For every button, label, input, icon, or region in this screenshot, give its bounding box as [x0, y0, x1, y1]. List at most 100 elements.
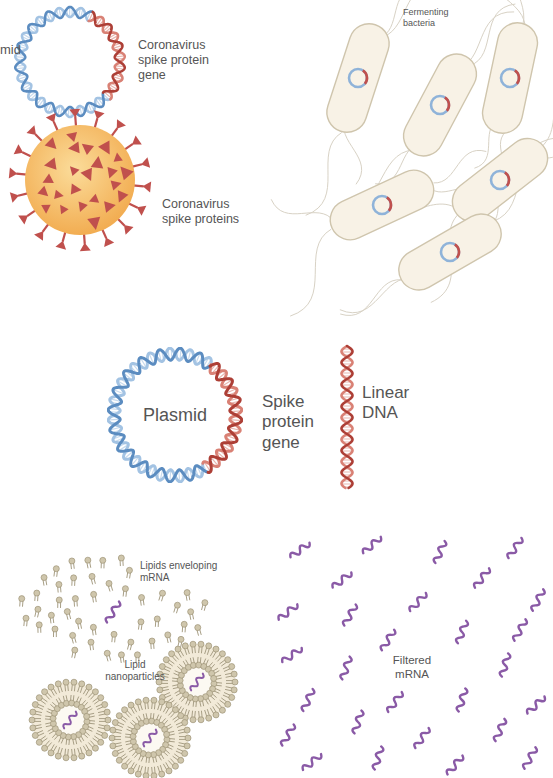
lipid-head	[184, 590, 190, 596]
spike-head	[55, 241, 66, 250]
bacterium	[322, 19, 395, 138]
lipid-head	[102, 702, 108, 708]
label-text: Coronavirus spike protein gene	[138, 38, 226, 83]
lipid-nanoparticle	[109, 697, 191, 778]
lipid-head	[104, 650, 110, 656]
lipid-head	[90, 624, 96, 630]
lipid-head	[159, 664, 165, 670]
lipid-nanoparticles	[29, 641, 238, 778]
mrna-strand	[342, 603, 359, 627]
lipid-head	[206, 643, 212, 649]
helix-rung	[89, 12, 125, 98]
plasmid-circle: Plasmid	[107, 347, 243, 483]
spike-head	[132, 135, 142, 144]
mrna-strand	[413, 726, 431, 749]
label-text: mid	[0, 42, 34, 58]
lipid-head	[157, 687, 163, 693]
lipid-head	[72, 647, 78, 653]
surface-spike	[98, 141, 115, 158]
lipid-head	[128, 702, 134, 708]
small-plasmid-gene	[387, 197, 391, 210]
lipid-head	[169, 651, 175, 657]
mrna-strand	[512, 618, 528, 642]
spike-head	[137, 206, 147, 216]
helix-strand	[208, 364, 242, 473]
small-plasmid-ring	[349, 69, 367, 87]
small-plasmid-ring	[501, 69, 519, 87]
coronavirus	[9, 109, 151, 251]
mrna-strand	[301, 752, 323, 772]
label-text: Coronavirus spike proteins	[162, 197, 254, 227]
mrna-strand	[499, 653, 511, 678]
flagellum	[536, 55, 553, 151]
label-text: Lipids enveloping mRNA	[140, 560, 232, 584]
lipid-head	[229, 694, 235, 700]
lipid-head	[56, 581, 62, 587]
linear-dna-helix	[342, 346, 353, 488]
spike-head	[10, 192, 19, 203]
bacterium-body	[444, 130, 553, 229]
lipid-head	[166, 702, 172, 708]
mrna-strand	[525, 694, 546, 715]
lipid-head	[89, 573, 95, 579]
lipid-head	[84, 713, 90, 719]
mrna-strand	[277, 602, 299, 622]
mrna-strand	[104, 600, 121, 624]
label-text: Lipid nanoparticles	[99, 659, 171, 683]
lipid-head	[178, 636, 184, 642]
nanoparticle-core	[134, 722, 166, 754]
lipid-head	[128, 639, 134, 645]
mrna-strand	[379, 628, 396, 652]
small-plasmid	[349, 69, 367, 87]
lipid-head	[85, 557, 91, 563]
lipid-head	[79, 753, 85, 759]
lipid-head	[198, 641, 204, 647]
spike-head	[94, 110, 105, 119]
spike-head	[69, 109, 80, 117]
surface-spike	[104, 199, 117, 212]
lipid-head	[86, 750, 92, 756]
lipid-head	[178, 713, 184, 719]
mrna-strands	[104, 535, 546, 777]
lipid-head	[42, 689, 48, 695]
lipid-head	[202, 600, 208, 606]
mrna-strand	[372, 746, 384, 771]
surface-spike	[37, 186, 51, 200]
small-plasmid	[501, 69, 519, 87]
lipid-head	[172, 763, 178, 769]
lipid-head	[110, 743, 116, 749]
spike-head	[9, 167, 18, 178]
lipid-head	[225, 701, 231, 707]
lipid-head	[70, 632, 76, 638]
lipid-head	[163, 657, 169, 663]
lipid-head	[109, 735, 115, 741]
lipid-head	[174, 602, 180, 608]
spike-head	[143, 182, 152, 193]
mrna-strand	[473, 567, 492, 590]
lipid-head	[88, 639, 94, 645]
lipid-head	[32, 702, 38, 708]
lipid-head	[116, 713, 122, 719]
helix-rung	[342, 346, 353, 487]
lipid-head	[71, 679, 77, 685]
surface-spike	[43, 157, 56, 171]
lipid-head	[225, 657, 231, 663]
mrna-strand	[331, 570, 353, 590]
helix-strand	[342, 346, 353, 488]
label-text: Spike protein gene	[262, 392, 334, 453]
surface-spike	[114, 190, 129, 205]
lipid-head	[71, 575, 77, 581]
spike-head	[141, 157, 150, 168]
lipid-head	[175, 646, 181, 652]
spike-head	[34, 231, 43, 241]
lipid-head	[154, 616, 160, 622]
surface-spike	[87, 217, 102, 231]
bacterium	[324, 164, 441, 247]
flagellum	[290, 229, 331, 316]
lipid-head	[64, 609, 70, 615]
lipid-head	[48, 684, 54, 690]
lipid-head	[135, 771, 141, 777]
spike-head	[117, 119, 126, 129]
spike-head	[80, 243, 91, 251]
